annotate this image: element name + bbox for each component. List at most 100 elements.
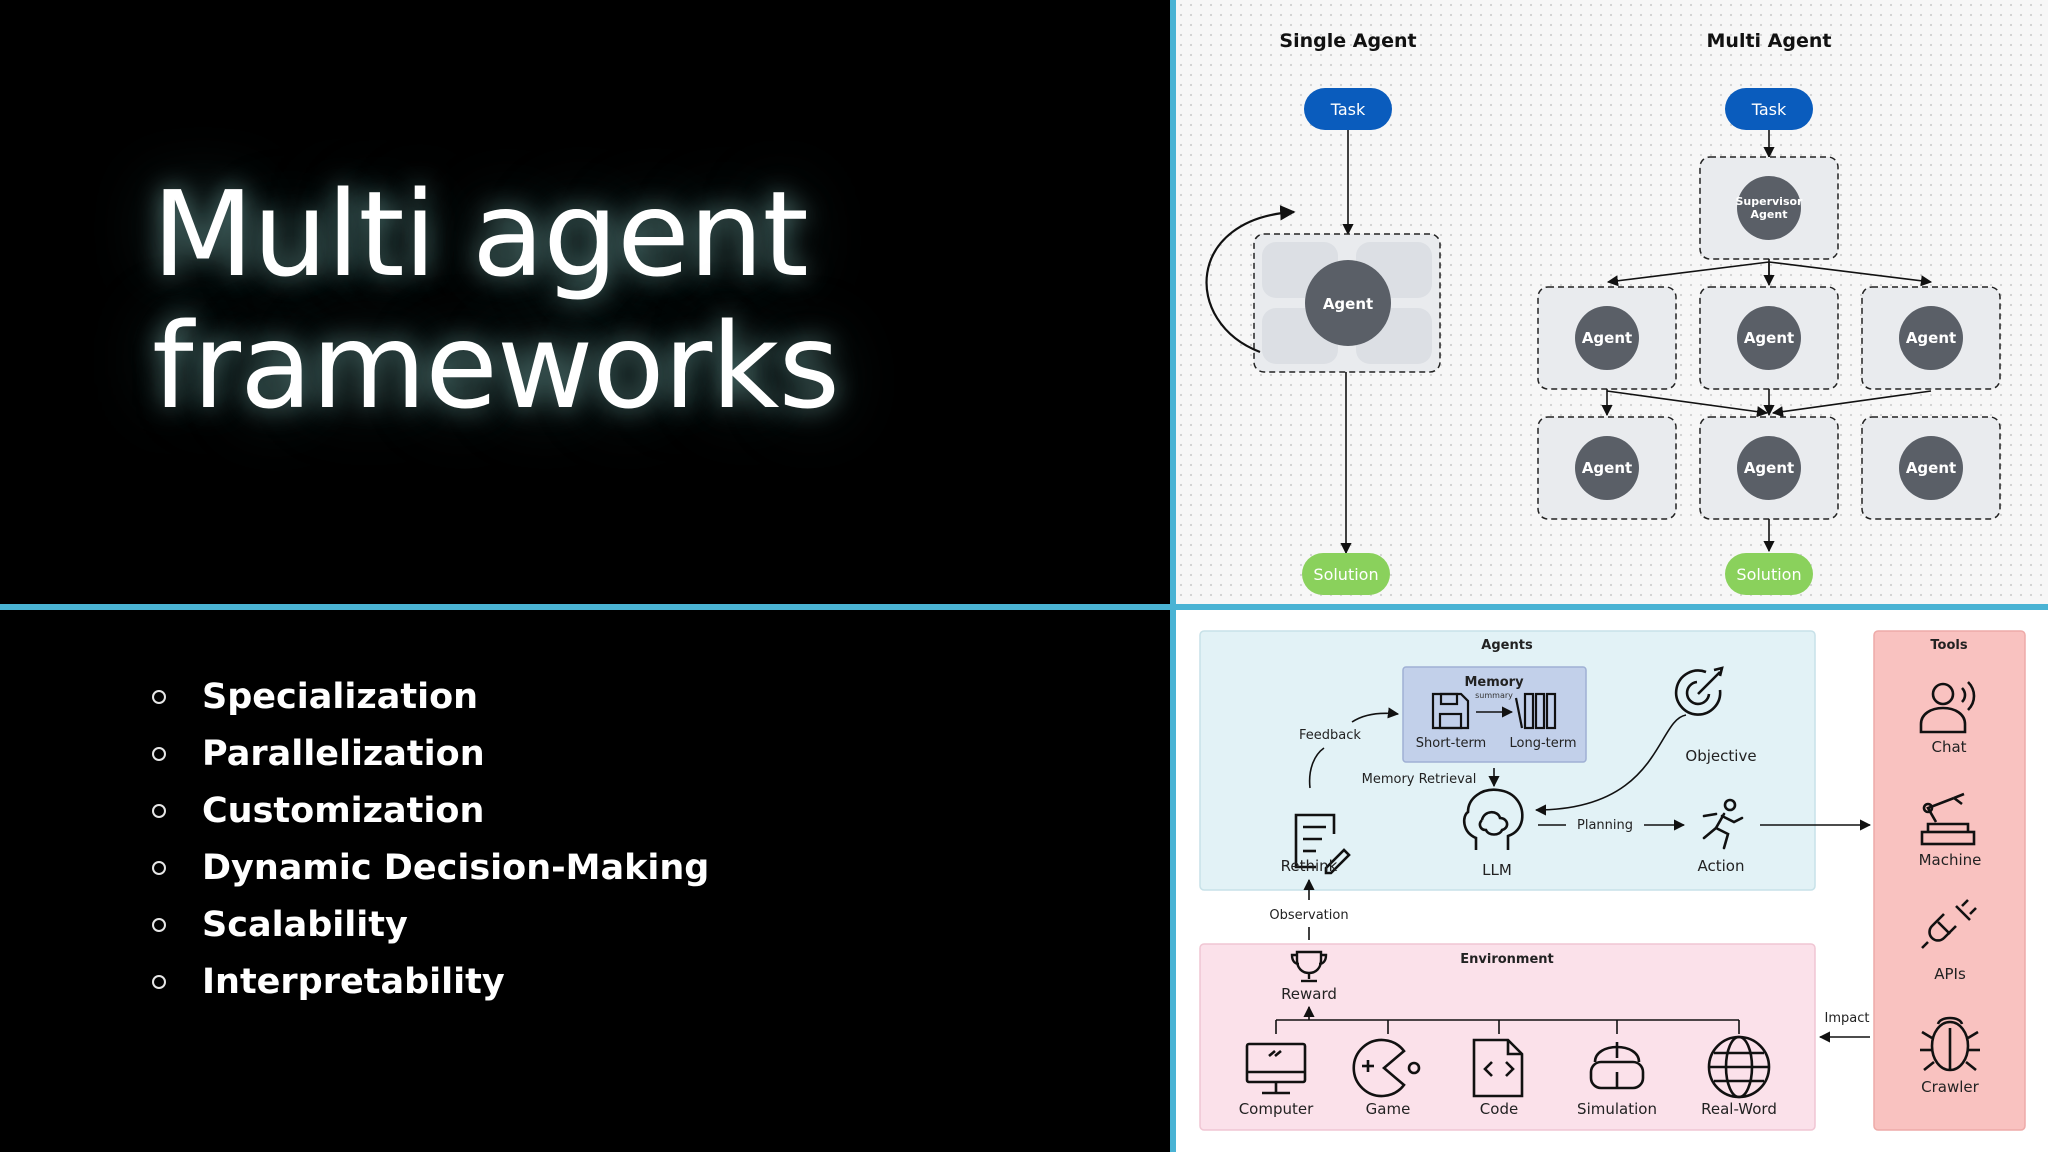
benefit-label: Interpretability <box>202 961 505 1002</box>
bullet-circle-icon <box>152 860 166 875</box>
memory-box <box>1402 666 1587 763</box>
trophy-icon <box>1290 950 1328 983</box>
running-person-icon <box>1702 798 1744 850</box>
feedback-arrow <box>1351 707 1400 723</box>
multi-task-label: Task <box>1751 100 1787 119</box>
pacman-game-icon <box>1352 1038 1421 1098</box>
bullets-panel: Specialization Parallelization Customiza… <box>0 610 1170 1152</box>
code-file-icon <box>1472 1038 1524 1098</box>
vertical-divider <box>1170 0 1176 1152</box>
bullet-circle-icon <box>152 803 166 818</box>
agent-topology-diagram: Single Agent Multi Agent Task Agent Solu… <box>1205 30 2001 595</box>
env-label: Computer <box>1239 1100 1314 1118</box>
tool-label: APIs <box>1934 965 1966 983</box>
benefit-label: Scalability <box>202 904 408 945</box>
agent-box: Agent <box>1537 286 1677 390</box>
benefit-label: Dynamic Decision-Making <box>202 847 710 888</box>
agent-architecture-diagram: Agents Environment Tools Memory summary … <box>1199 630 2026 1131</box>
edit-note-icon <box>1294 813 1351 875</box>
tools-title: Tools <box>1930 638 1967 653</box>
target-objective-icon <box>1674 666 1724 716</box>
benefit-item: Interpretability <box>152 953 709 1010</box>
benefit-list: Specialization Parallelization Customiza… <box>152 668 709 1010</box>
agent-box: Agent <box>1537 416 1677 520</box>
benefit-label: Parallelization <box>202 733 485 774</box>
llm-label: LLM <box>1482 861 1512 879</box>
single-agent-box: Agent <box>1253 233 1441 373</box>
bullet-circle-icon <box>152 917 166 932</box>
short-term-label: Short-term <box>1416 736 1486 751</box>
tools-box <box>1873 630 2026 1131</box>
topology-panel: Single Agent Multi Agent Task Agent Solu… <box>1176 0 2048 604</box>
globe-icon <box>1707 1035 1771 1099</box>
agent-box: Agent <box>1699 286 1839 390</box>
action-label: Action <box>1698 857 1745 875</box>
multi-agent-heading: Multi Agent <box>1707 30 1832 52</box>
library-books-icon <box>1514 692 1557 730</box>
supervisor-agent-box: Supervisor Agent <box>1699 156 1839 260</box>
memory-retrieval-label: Memory Retrieval <box>1362 772 1477 787</box>
environment-box <box>1199 943 1816 1131</box>
computer-monitor-icon <box>1245 1042 1307 1095</box>
agents-title: Agents <box>1481 638 1533 653</box>
self-loop-arrow <box>1205 205 1296 354</box>
multi-solution-label: Solution <box>1736 565 1801 584</box>
env-label: Game <box>1366 1100 1411 1118</box>
agent-label: Agent <box>1744 459 1794 477</box>
agent-label: Agent <box>1906 329 1956 347</box>
feedback-line <box>1308 747 1325 789</box>
agent-label: Agent <box>1582 459 1632 477</box>
title-panel: Multi agent frameworks <box>0 0 1170 604</box>
single-task-label: Task <box>1330 100 1366 119</box>
brain-head-icon <box>1462 788 1524 850</box>
benefit-item: Customization <box>152 782 709 839</box>
agent-link-arrow <box>1606 390 1769 418</box>
agent-label: Agent <box>1744 329 1794 347</box>
robot-arm-icon <box>1920 792 1976 846</box>
impact-label: Impact <box>1825 1011 1870 1026</box>
single-agent-heading: Single Agent <box>1279 30 1416 52</box>
supervisor-to-agent-left-arrow <box>1606 261 1770 287</box>
env-label: Simulation <box>1577 1100 1657 1118</box>
tool-label: Crawler <box>1921 1078 1979 1096</box>
supervisor-label-line1: Supervisor <box>1736 195 1804 208</box>
observation-label: Observation <box>1269 908 1348 923</box>
supervisor-to-agent-right-arrow <box>1768 261 1933 287</box>
tool-label: Machine <box>1919 851 1982 869</box>
benefit-item: Parallelization <box>152 725 709 782</box>
slide-title: Multi agent frameworks <box>152 165 840 435</box>
benefit-item: Specialization <box>152 668 709 725</box>
feedback-label: Feedback <box>1299 728 1361 743</box>
benefit-item: Dynamic Decision-Making <box>152 839 709 896</box>
benefit-item: Scalability <box>152 896 709 953</box>
title-line-1: Multi agent <box>152 165 809 303</box>
env-label: Code <box>1480 1100 1518 1118</box>
agent-box: Agent <box>1699 416 1839 520</box>
planning-label: Planning <box>1577 818 1633 833</box>
benefit-label: Customization <box>202 790 485 831</box>
single-solution-label: Solution <box>1313 565 1378 584</box>
plug-api-icon <box>1921 899 1977 949</box>
reward-label: Reward <box>1281 985 1337 1003</box>
bullet-circle-icon <box>152 974 166 989</box>
vr-headset-icon <box>1589 1042 1645 1090</box>
memory-title: Memory <box>1464 675 1524 690</box>
agent-link-arrow <box>1771 390 1932 418</box>
long-term-label: Long-term <box>1509 736 1576 751</box>
supervisor-label-line2: Agent <box>1751 208 1788 221</box>
agent-box: Agent <box>1861 286 2001 390</box>
horizontal-divider <box>0 604 2048 610</box>
benefit-label: Specialization <box>202 676 479 717</box>
objective-to-llm-arrow <box>1534 714 1687 816</box>
single-agent-label: Agent <box>1323 295 1373 313</box>
single-task-node <box>1304 88 1392 130</box>
single-solution-node <box>1302 553 1390 595</box>
tool-label: Chat <box>1931 738 1966 756</box>
speaking-person-icon <box>1919 681 1976 734</box>
objective-label: Objective <box>1685 747 1756 765</box>
multi-task-node <box>1725 88 1813 130</box>
save-disk-icon <box>1431 692 1470 730</box>
memory-summary-label: summary <box>1475 691 1513 700</box>
title-line-2: frameworks <box>152 297 840 435</box>
architecture-panel: Agents Environment Tools Memory summary … <box>1176 610 2048 1152</box>
